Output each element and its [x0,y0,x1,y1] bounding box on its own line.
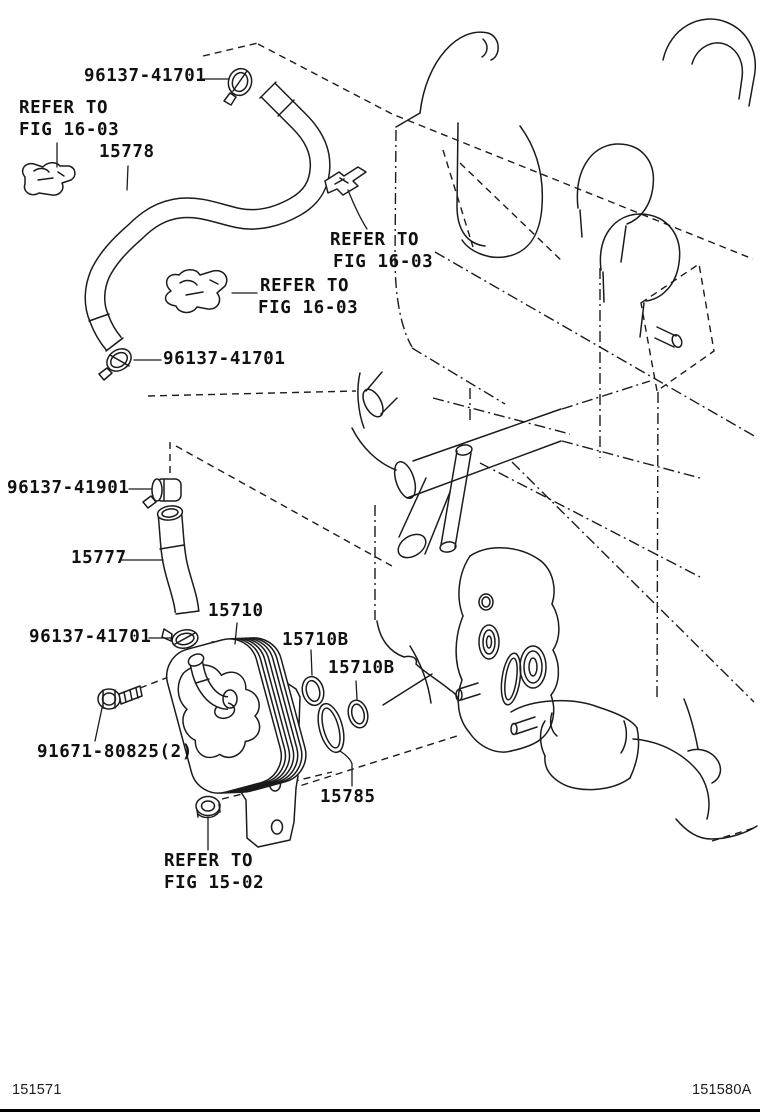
leader-lines [56,78,368,851]
refer-note-4-line1: REFER TO [164,851,254,871]
hose-clamp-41901 [142,478,182,509]
bolt-91671 [97,685,143,710]
refer-note-1-line2: FIG 16-03 [19,120,120,140]
part-label-clamp-41901: 96137-41901 [7,478,130,498]
figure-code-left: 151571 [12,1082,62,1098]
page-bottom-rule [0,1109,760,1112]
hose-clip-b [324,166,367,196]
refer-note-3-line1: REFER TO [260,276,350,296]
refer-note-1-line1: REFER TO [19,98,109,118]
part-label-bolt: 91671-80825(2) [37,742,193,762]
part-label-gasket-15785: 15785 [320,787,376,807]
refer-note-3-line2: FIG 16-03 [258,298,359,318]
figure-code-right: 151580A [692,1082,752,1098]
part-label-hose-15777: 15777 [71,548,127,568]
refer-note-2-line1: REFER TO [330,230,420,250]
hose-clip-c [164,269,228,314]
part-label-oring-2: 15710B [328,658,395,678]
water-hose-15778 [84,81,331,352]
union-nut [195,795,221,819]
refer-note-4-line2: FIG 15-02 [164,873,265,893]
hose-clamp-top [223,67,253,106]
oring-small [347,699,369,729]
part-label-hose-15778: 15778 [99,142,155,162]
part-label-oring-1: 15710B [282,630,349,650]
part-label-clamp-middle: 96137-41701 [163,349,286,369]
part-label-clamp-lower: 96137-41701 [29,627,152,647]
gasket-15785 [317,702,345,754]
oil-cooler-hose-15777 [156,505,200,615]
refer-note-2-line2: FIG 16-03 [333,252,434,272]
oring-large [301,675,325,707]
oil-cooler-assembly [165,637,307,848]
part-label-clamp-top: 96137-41701 [84,66,207,86]
hose-clip-a [21,162,76,196]
hose-clamp-middle [98,348,132,381]
part-label-cooler-15710: 15710 [208,601,264,621]
engine-block-outline [202,18,758,842]
